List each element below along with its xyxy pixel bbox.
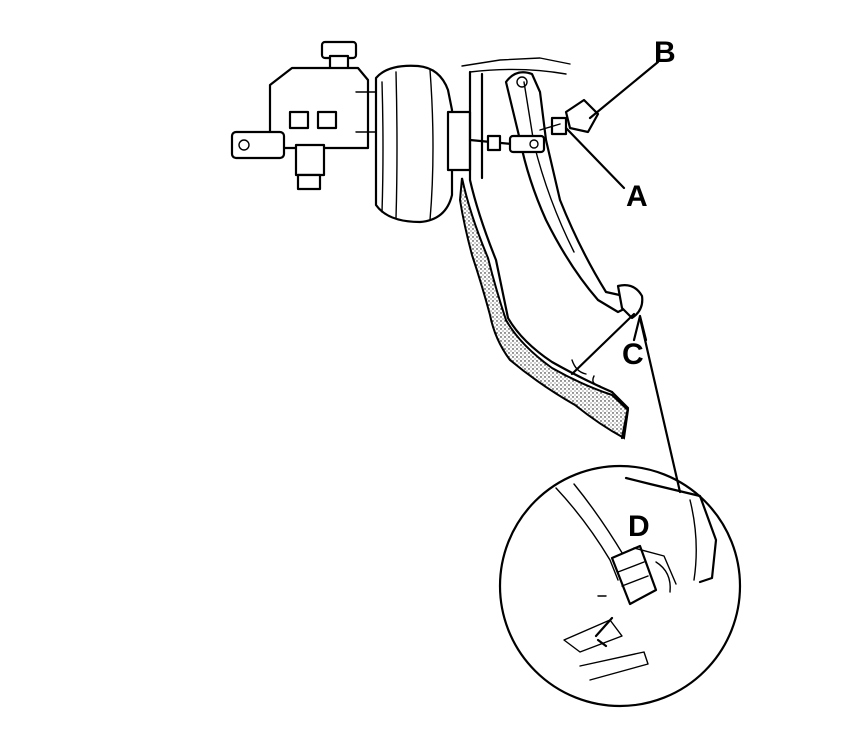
master-cylinder (230, 40, 377, 191)
brake-light-switch (539, 98, 600, 136)
brake-booster (374, 64, 472, 224)
brake-pedal-arm (504, 71, 644, 320)
label-b: B (654, 36, 676, 69)
label-d: D (628, 510, 650, 543)
push-rod (468, 134, 546, 154)
label-c: C (622, 338, 644, 371)
firewall-panel (458, 57, 630, 440)
leader-lines (564, 60, 682, 494)
detail-magnifier (498, 464, 742, 708)
label-a: A (626, 180, 648, 213)
